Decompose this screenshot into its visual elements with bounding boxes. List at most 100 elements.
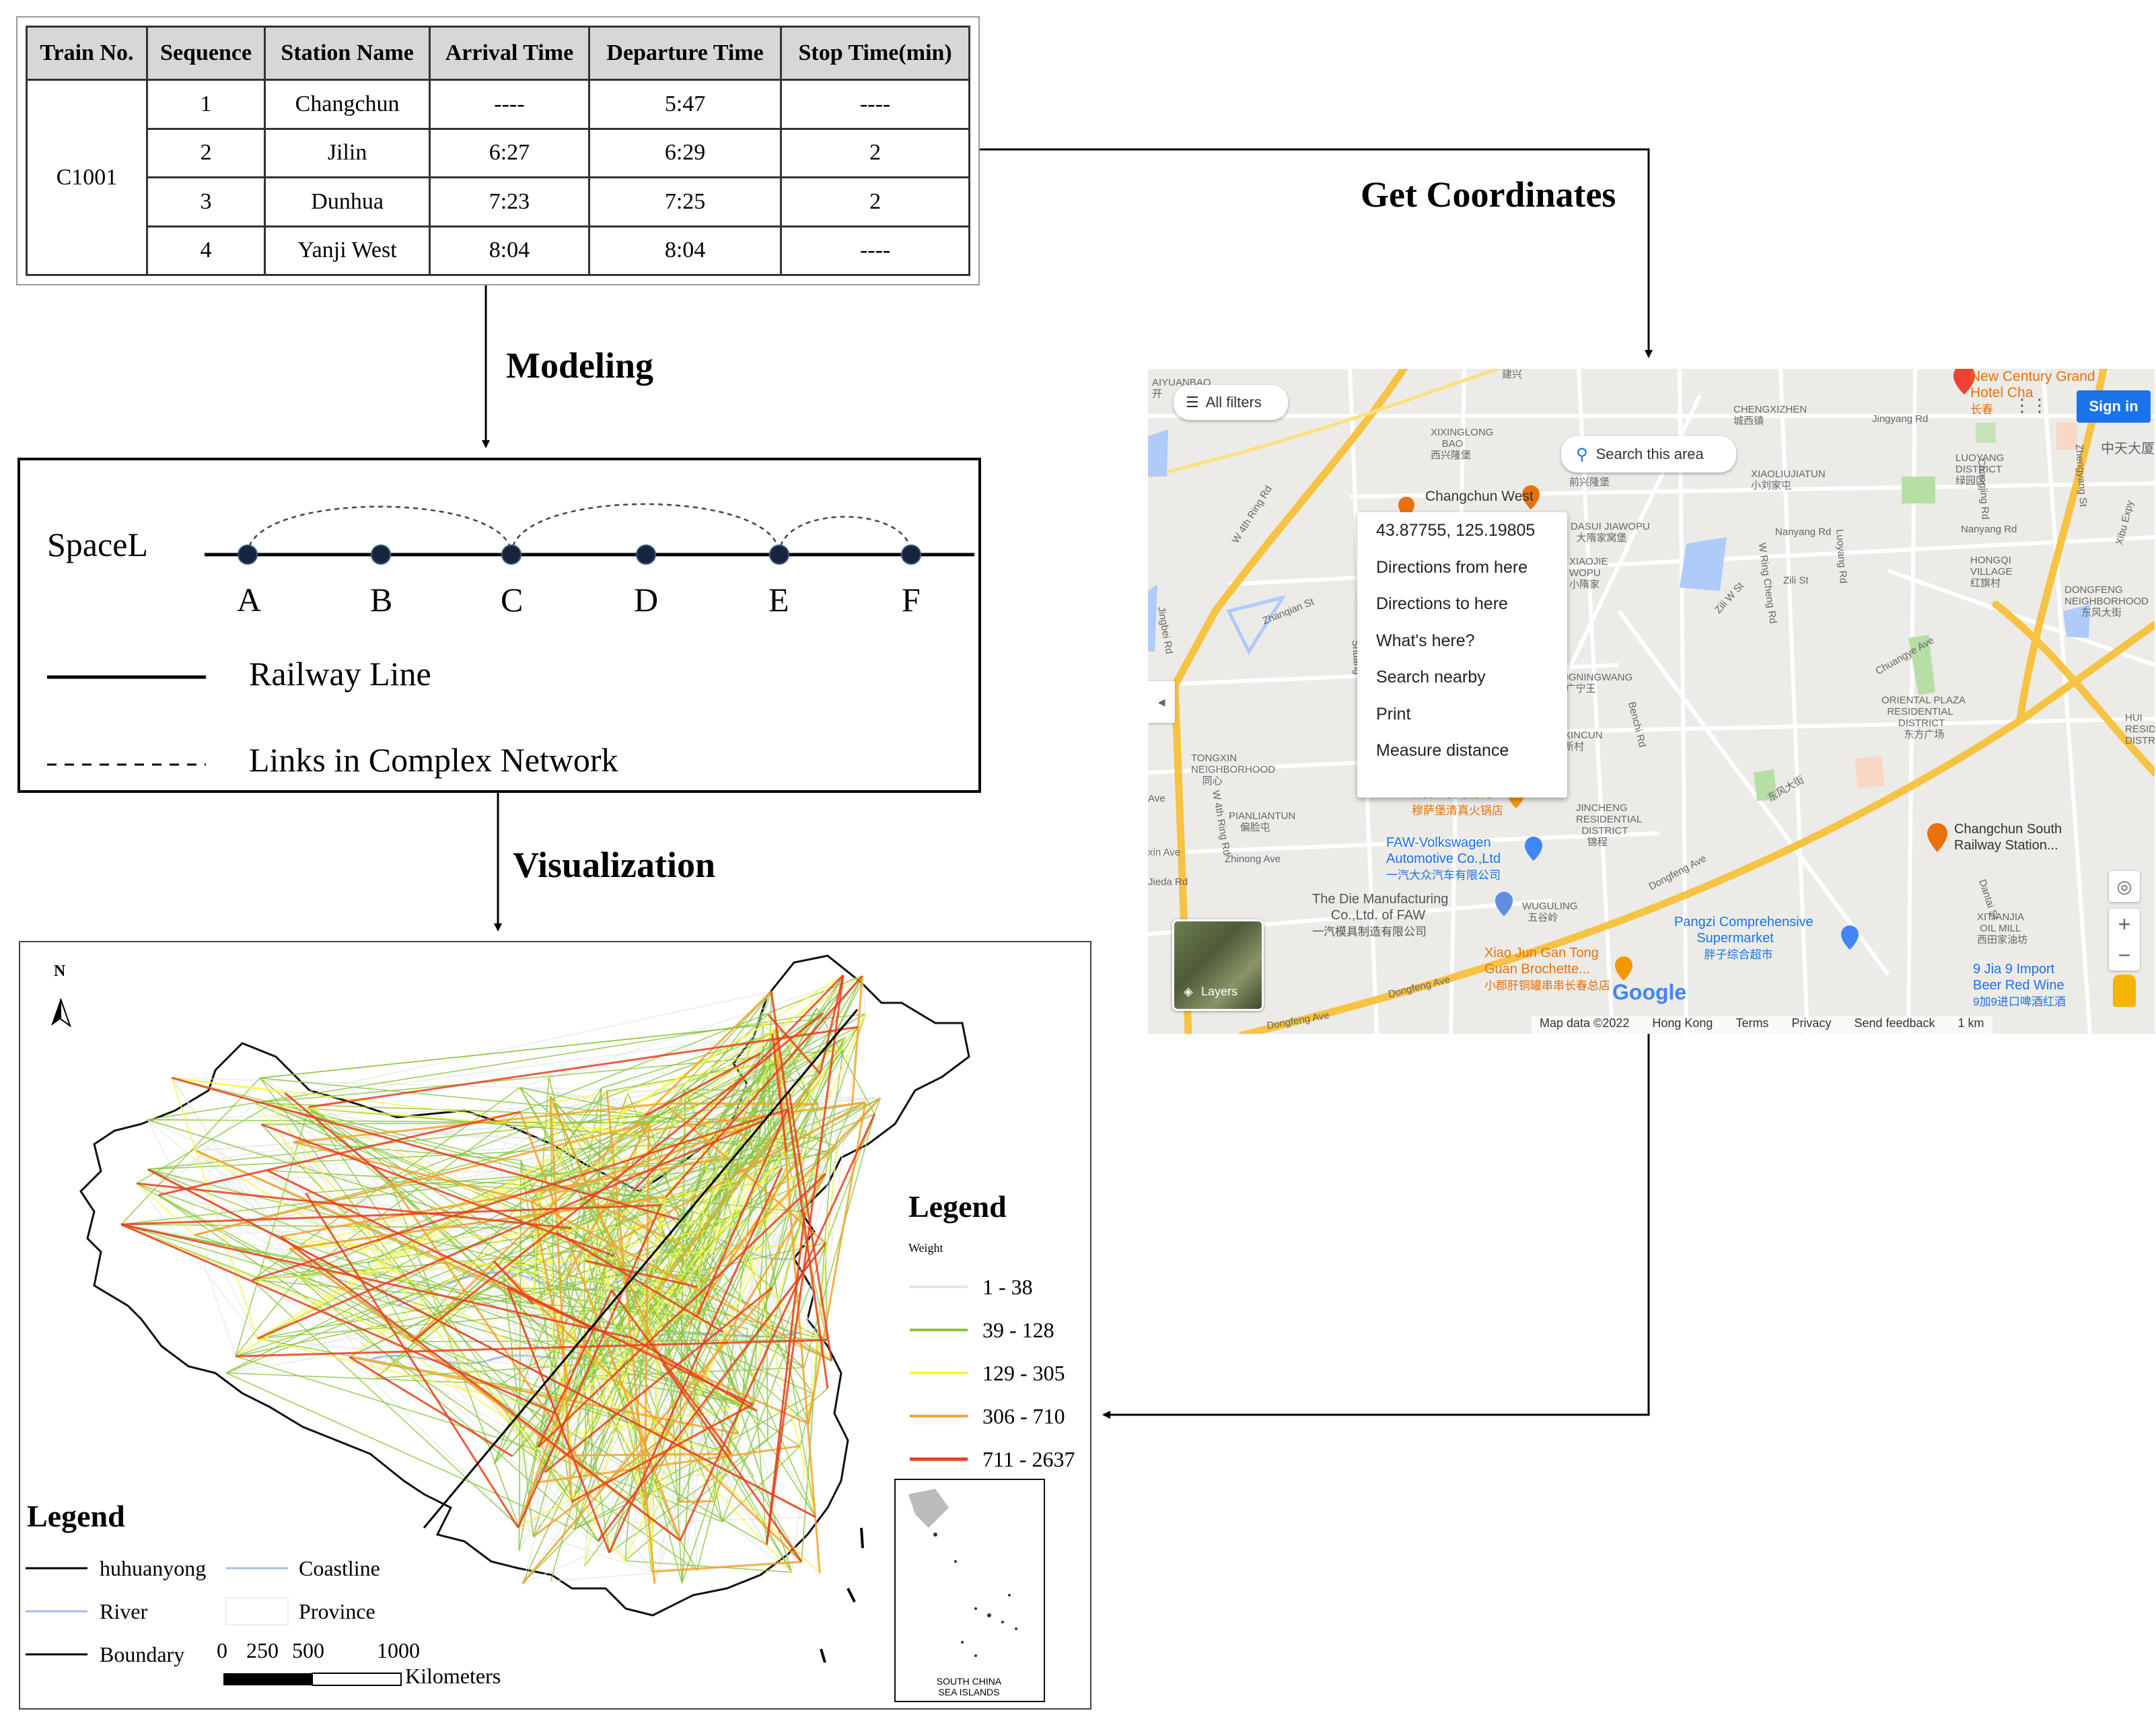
network-edge (549, 1096, 573, 1502)
weight-legend-item-4: 306 - 710 (982, 1404, 1065, 1428)
network-edge (349, 1356, 519, 1527)
menu-item-coordinates[interactable]: 43.87755, 125.19805 (1376, 521, 1536, 540)
network-edge (298, 1062, 775, 1278)
network-edge (158, 1194, 698, 1571)
network-edge (511, 1245, 684, 1457)
network-edge (552, 1102, 664, 1364)
network-edge (517, 1326, 590, 1527)
network-edge (531, 1201, 832, 1362)
network-edge (194, 1122, 649, 1236)
network-edge (756, 1411, 768, 1545)
attrib-privacy[interactable]: Privacy (1791, 1016, 1832, 1030)
network-edge (411, 991, 772, 1343)
my-location-button[interactable]: ◎ (2109, 871, 2140, 902)
network-edge (172, 1077, 633, 1133)
all-filters-button[interactable]: ☰ All filters (1174, 385, 1288, 420)
network-edge (631, 1337, 758, 1412)
search-this-area-label: Search this area (1595, 446, 1704, 462)
network-edge (861, 975, 867, 1014)
network-edge (583, 1037, 846, 1199)
network-edge (147, 1119, 412, 1343)
network-edge (763, 1063, 768, 1439)
col-arrival-time: Arrival Time (428, 26, 590, 81)
network-edge (651, 1560, 802, 1573)
table-row: 2 Jilin 6:27 6:29 2 (27, 127, 970, 178)
layers-label: Layers (1201, 985, 1238, 998)
search-this-area-button[interactable]: ⚲ Search this area (1561, 436, 1736, 472)
menu-item-print[interactable]: Print (1376, 704, 1411, 724)
col-sequence: Sequence (145, 26, 266, 81)
pegman-icon[interactable] (2113, 975, 2136, 1007)
link-c-e (510, 503, 781, 555)
network-edge (519, 975, 863, 1088)
network-edge (509, 1242, 826, 1267)
menu-item-whats-here[interactable]: What's here? (1376, 631, 1475, 650)
attrib-scale[interactable]: 1 km (1957, 1016, 1984, 1030)
stop-cell: 2 (780, 127, 970, 178)
map-label: WUGULING 五谷岭 (1522, 901, 1578, 923)
network-edge (501, 1346, 562, 1384)
poi-changchun-west[interactable]: Changchun West (1425, 489, 1534, 504)
network-edge (647, 1195, 743, 1405)
attrib-send-feedback[interactable]: Send feedback (1854, 1016, 1935, 1030)
col-train-no: Train No. (26, 26, 148, 81)
attrib-terms[interactable]: Terms (1735, 1016, 1769, 1030)
network-edge (158, 1194, 556, 1414)
attrib-region[interactable]: Hong Kong (1652, 1016, 1713, 1030)
network-edge (544, 1287, 773, 1473)
network-edge (752, 1137, 823, 1405)
poi-pangzi[interactable]: Pangzi Comprehensive Supermarket 胖子综合超市 (1674, 915, 1813, 961)
network-edge (281, 1236, 676, 1294)
network-edge (571, 1167, 782, 1229)
map-attribution: Map data ©2022 Hong Kong Terms Privacy S… (1532, 1016, 1992, 1034)
network-edge (171, 1078, 258, 1339)
network-edge (799, 1446, 816, 1518)
network-edge (679, 1113, 876, 1541)
network-edge (256, 1120, 763, 1340)
zoom-in-button[interactable]: + (2118, 912, 2131, 936)
network-edge (681, 1282, 703, 1584)
arrow-get-coordinates (980, 148, 1653, 358)
apps-grid-icon[interactable]: ⋮⋮ (2013, 395, 2048, 415)
network-edge (676, 1151, 787, 1293)
zoom-out-button[interactable]: − (2118, 943, 2131, 967)
network-edge (121, 1224, 572, 1229)
menu-item-directions-to[interactable]: Directions to here (1376, 594, 1508, 613)
inset-label-line-2: SEA ISLANDS (938, 1687, 1000, 1697)
map-markers (1398, 369, 1975, 981)
network-edge (280, 1236, 681, 1541)
network-edge (663, 1102, 826, 1244)
menu-item-directions-from[interactable]: Directions from here (1376, 557, 1528, 577)
menu-item-search-nearby[interactable]: Search nearby (1376, 668, 1486, 687)
network-edge (550, 1197, 657, 1582)
departure-cell: 6:29 (587, 127, 783, 178)
layers-button[interactable]: ◈ Layers (1172, 919, 1264, 1011)
network-edge (750, 1144, 816, 1518)
sign-in-button[interactable]: Sign in (2077, 390, 2151, 423)
col-stop-time: Stop Time(min) (780, 26, 970, 81)
network-edge (696, 1109, 789, 1318)
spacel-graphic (47, 503, 974, 766)
network-edge (651, 1205, 661, 1572)
network-edge (632, 974, 845, 1192)
collapse-panel-button[interactable]: ◂ (1148, 681, 1175, 723)
weight-legend-item-5: 711 - 2637 (982, 1447, 1075, 1471)
network-edge (819, 975, 845, 1074)
scale-unit: Kilometers (405, 1664, 501, 1688)
inset-label: SOUTH CHINA SEA ISLANDS (902, 1676, 1036, 1697)
network-edge (609, 1438, 768, 1553)
network-edge (517, 1526, 652, 1572)
scale-tick-0: 0 (217, 1638, 227, 1662)
menu-item-measure-distance[interactable]: Measure distance (1376, 741, 1509, 760)
node-b (371, 545, 391, 565)
network-edge (803, 1114, 875, 1368)
